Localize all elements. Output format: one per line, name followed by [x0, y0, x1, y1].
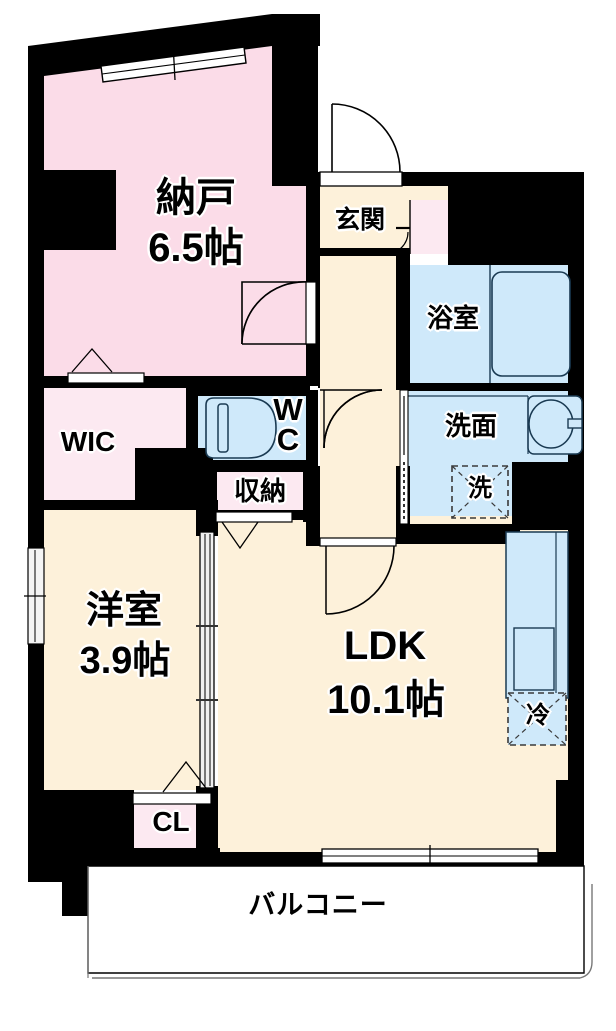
wall-top-slant [28, 14, 272, 76]
nando-door-leaf-fill [242, 281, 306, 344]
wall-wc-bottom [186, 460, 316, 470]
wall-nando-right-2 [272, 46, 318, 186]
entrance-door [319, 103, 403, 187]
wall-senmen-bottom [400, 524, 520, 544]
refrigerator-space [507, 692, 567, 746]
wall-hall-left-lower [306, 466, 320, 546]
wall-block-genkan-bath [448, 186, 584, 265]
hallway-door-upper [310, 386, 383, 449]
toilet-bowl [205, 397, 277, 459]
nando-window [100, 42, 247, 83]
senmen-sliding-door [399, 389, 409, 525]
wall-wic-bottom [42, 500, 146, 510]
wall-hall-right-upper [396, 254, 410, 390]
wall-shuno-top [205, 466, 317, 472]
wash-basin [527, 395, 583, 455]
wall-bath-senmen [408, 383, 584, 391]
wall-ldk-right-jog [556, 780, 584, 866]
wall-kitchen-right [568, 530, 584, 780]
balcony-outline [87, 865, 593, 979]
wall-left-outer [28, 46, 44, 864]
wall-genkan-bottom [320, 248, 410, 256]
kitchen-counter [505, 531, 569, 699]
wall-wic-right-block [135, 448, 213, 510]
wic-opening-marker [67, 348, 145, 384]
washer-space [451, 465, 509, 519]
nando-door-arc2 [241, 281, 317, 345]
youshitsu-floor [42, 500, 210, 808]
youshitsu-window [24, 547, 46, 645]
wall-cl-bottom [106, 848, 220, 866]
shuno-opening-marker [215, 511, 293, 550]
hallway-floor [320, 254, 408, 544]
wall-nando-bottom-left [28, 376, 46, 388]
nando-floor [44, 46, 318, 379]
shuno-floor [215, 470, 305, 516]
shoe-cabinet [385, 200, 411, 255]
wall-wc-right [306, 388, 318, 470]
wall-right-mid [520, 462, 584, 530]
wall-bath-right [576, 265, 584, 383]
pillar-left-nando [44, 170, 116, 250]
genkan-upper-strip [320, 186, 448, 200]
youshitsu-ldk-sliding-partition [196, 531, 218, 789]
block-balcony-left-leg [62, 864, 88, 916]
hallway-door-lower [319, 537, 397, 615]
wall-nando-right [272, 14, 320, 46]
wall-wc-top [186, 388, 316, 396]
shoe-cabinet-fill [410, 200, 448, 254]
bathtub-outline [491, 271, 571, 377]
wall-partition-top [196, 500, 218, 536]
cl-opening-marker [132, 760, 212, 805]
ldk-balcony-window [321, 845, 539, 867]
wic-floor [42, 386, 186, 500]
wall-wc-left [186, 388, 198, 468]
